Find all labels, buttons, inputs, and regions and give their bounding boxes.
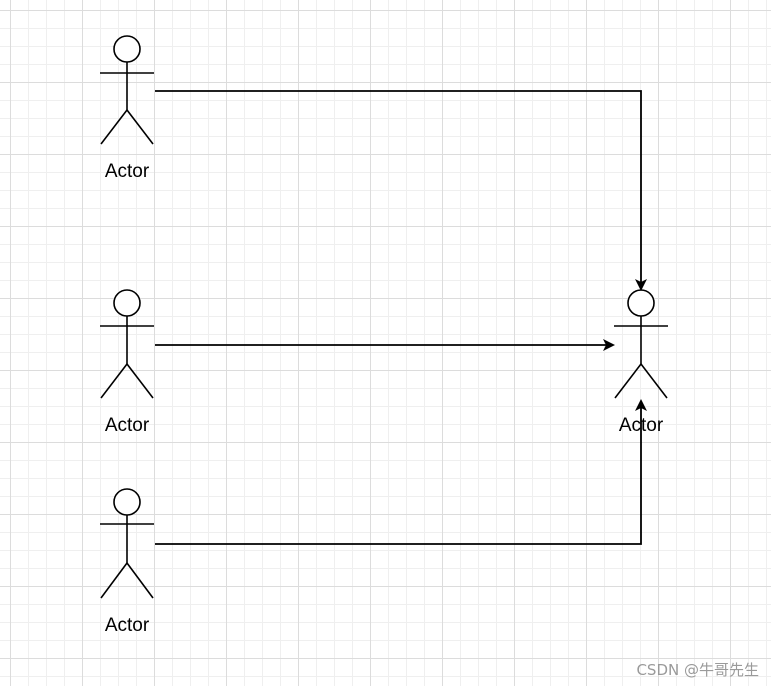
- actor-2[interactable]: [100, 289, 154, 399]
- actor-head: [113, 488, 141, 516]
- watermark: CSDN @牛哥先生: [636, 661, 759, 679]
- actor-left-leg: [100, 363, 128, 399]
- actor-3-label: Actor: [105, 615, 150, 636]
- actor-right-leg: [640, 363, 668, 399]
- actor-1[interactable]: [100, 35, 154, 145]
- actor-1-label: Actor: [105, 161, 150, 182]
- actor-2-label: Actor: [105, 415, 150, 436]
- edge-actor1-to-target[interactable]: [155, 90, 647, 291]
- actor-head: [627, 289, 655, 317]
- actor-3[interactable]: [100, 488, 154, 599]
- actor-head: [113, 289, 141, 317]
- actor-head: [113, 35, 141, 63]
- actor-left-leg: [100, 562, 128, 599]
- actor-target[interactable]: [614, 289, 668, 399]
- actor-right-leg: [126, 109, 154, 145]
- edge-actor3-to-target[interactable]: [155, 399, 647, 545]
- actor-left-leg: [614, 363, 642, 399]
- actor-left-leg: [100, 109, 128, 145]
- actor-right-leg: [126, 562, 154, 599]
- actor-right-leg: [126, 363, 154, 399]
